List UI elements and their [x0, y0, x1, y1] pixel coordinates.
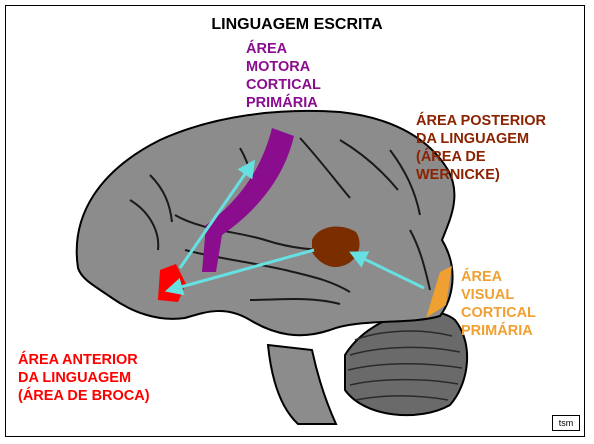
cerebral-cortex: [75, 109, 456, 337]
label-line: (ÁREA DE BROCA): [18, 388, 150, 404]
label-line: ÁREA: [246, 41, 288, 57]
visual-cortex-region: [426, 266, 452, 318]
pathway-arrows: [164, 159, 425, 296]
diagram-title: LINGUAGEM ESCRITA: [211, 16, 383, 33]
label-line: CORTICAL: [461, 305, 536, 321]
label-line: PRIMÁRIA: [246, 95, 318, 111]
label-line: WERNICKE): [416, 167, 500, 183]
arrow-visual-to-wernicke: [349, 251, 425, 290]
label-line: VISUAL: [461, 287, 515, 303]
label-line: ÁREA POSTERIOR: [416, 113, 546, 129]
motor-cortex-region: [202, 128, 294, 272]
label-line: PRIMÁRIA: [461, 323, 533, 339]
arrow-broca-to-motor: [178, 159, 256, 269]
label-line: ÁREA ANTERIOR: [18, 352, 138, 368]
label-motor-cortex: ÁREA MOTORA CORTICAL PRIMÁRIA: [246, 40, 321, 112]
label-broca-area: ÁREA ANTERIOR DA LINGUAGEM (ÁREA DE BROC…: [18, 351, 150, 405]
arrow-wernicke-to-broca: [164, 248, 315, 296]
label-visual-cortex: ÁREA VISUAL CORTICAL PRIMÁRIA: [461, 268, 536, 340]
label-wernicke-area: ÁREA POSTERIOR DA LINGUAGEM (ÁREA DE WER…: [416, 112, 546, 184]
label-line: DA LINGUAGEM: [416, 131, 530, 147]
label-line: ÁREA: [461, 269, 503, 285]
slide-frame: [5, 5, 585, 437]
author-badge: tsm: [552, 415, 580, 431]
label-line: DA LINGUAGEM: [18, 370, 132, 386]
wernicke-region: [312, 226, 360, 268]
label-line: MOTORA: [246, 59, 311, 75]
brainstem: [266, 343, 338, 425]
label-line: CORTICAL: [246, 77, 321, 93]
cerebellum-folia: [347, 330, 463, 401]
label-line: (ÁREA DE: [416, 149, 486, 165]
